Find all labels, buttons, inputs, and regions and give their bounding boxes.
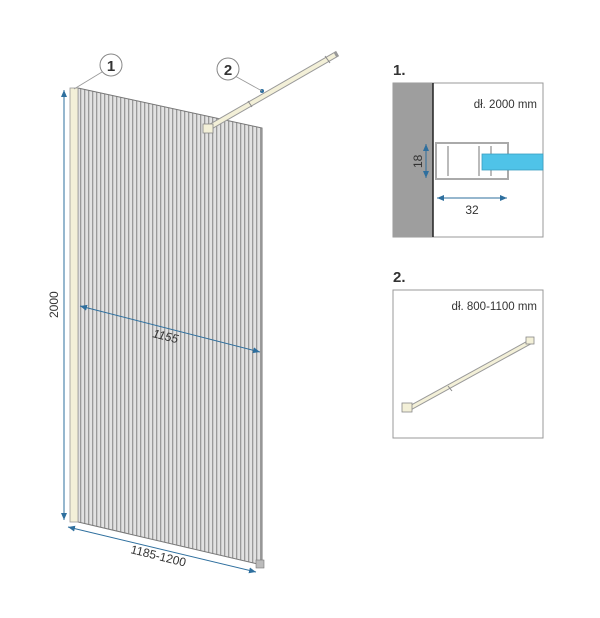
wall-profile xyxy=(69,87,79,523)
profile-height-label: 18 xyxy=(411,154,425,168)
detail-2-title: 2. xyxy=(393,269,406,286)
profile-depth-label: 32 xyxy=(465,203,479,217)
total-width-label: 1185-1200 xyxy=(129,542,188,569)
detail-1-length: dł. 2000 mm xyxy=(474,99,537,111)
detail-1-title: 1. xyxy=(393,62,406,79)
stabilizer-bar xyxy=(202,50,340,134)
callout-2: 2 xyxy=(216,57,263,92)
callout-1: 1 xyxy=(73,53,123,90)
glass-width-arrow xyxy=(79,304,261,354)
total-width-arrow xyxy=(67,525,257,574)
bottom-foot xyxy=(255,559,265,569)
height-dimension-label: 2000 xyxy=(47,291,61,318)
detail-2: 2. dł. 800-1100 mm xyxy=(392,269,544,439)
fluted-glass-panel xyxy=(77,87,263,566)
detail-2-length: dł. 800-1100 mm xyxy=(452,301,537,313)
glass-section xyxy=(481,153,544,171)
callout-2-label: 2 xyxy=(224,62,232,79)
glass-width-label: 1155 xyxy=(151,326,180,346)
detail-1: 1. dł. 2000 mm 18 32 xyxy=(392,62,544,238)
callout-1-label: 1 xyxy=(107,58,115,75)
